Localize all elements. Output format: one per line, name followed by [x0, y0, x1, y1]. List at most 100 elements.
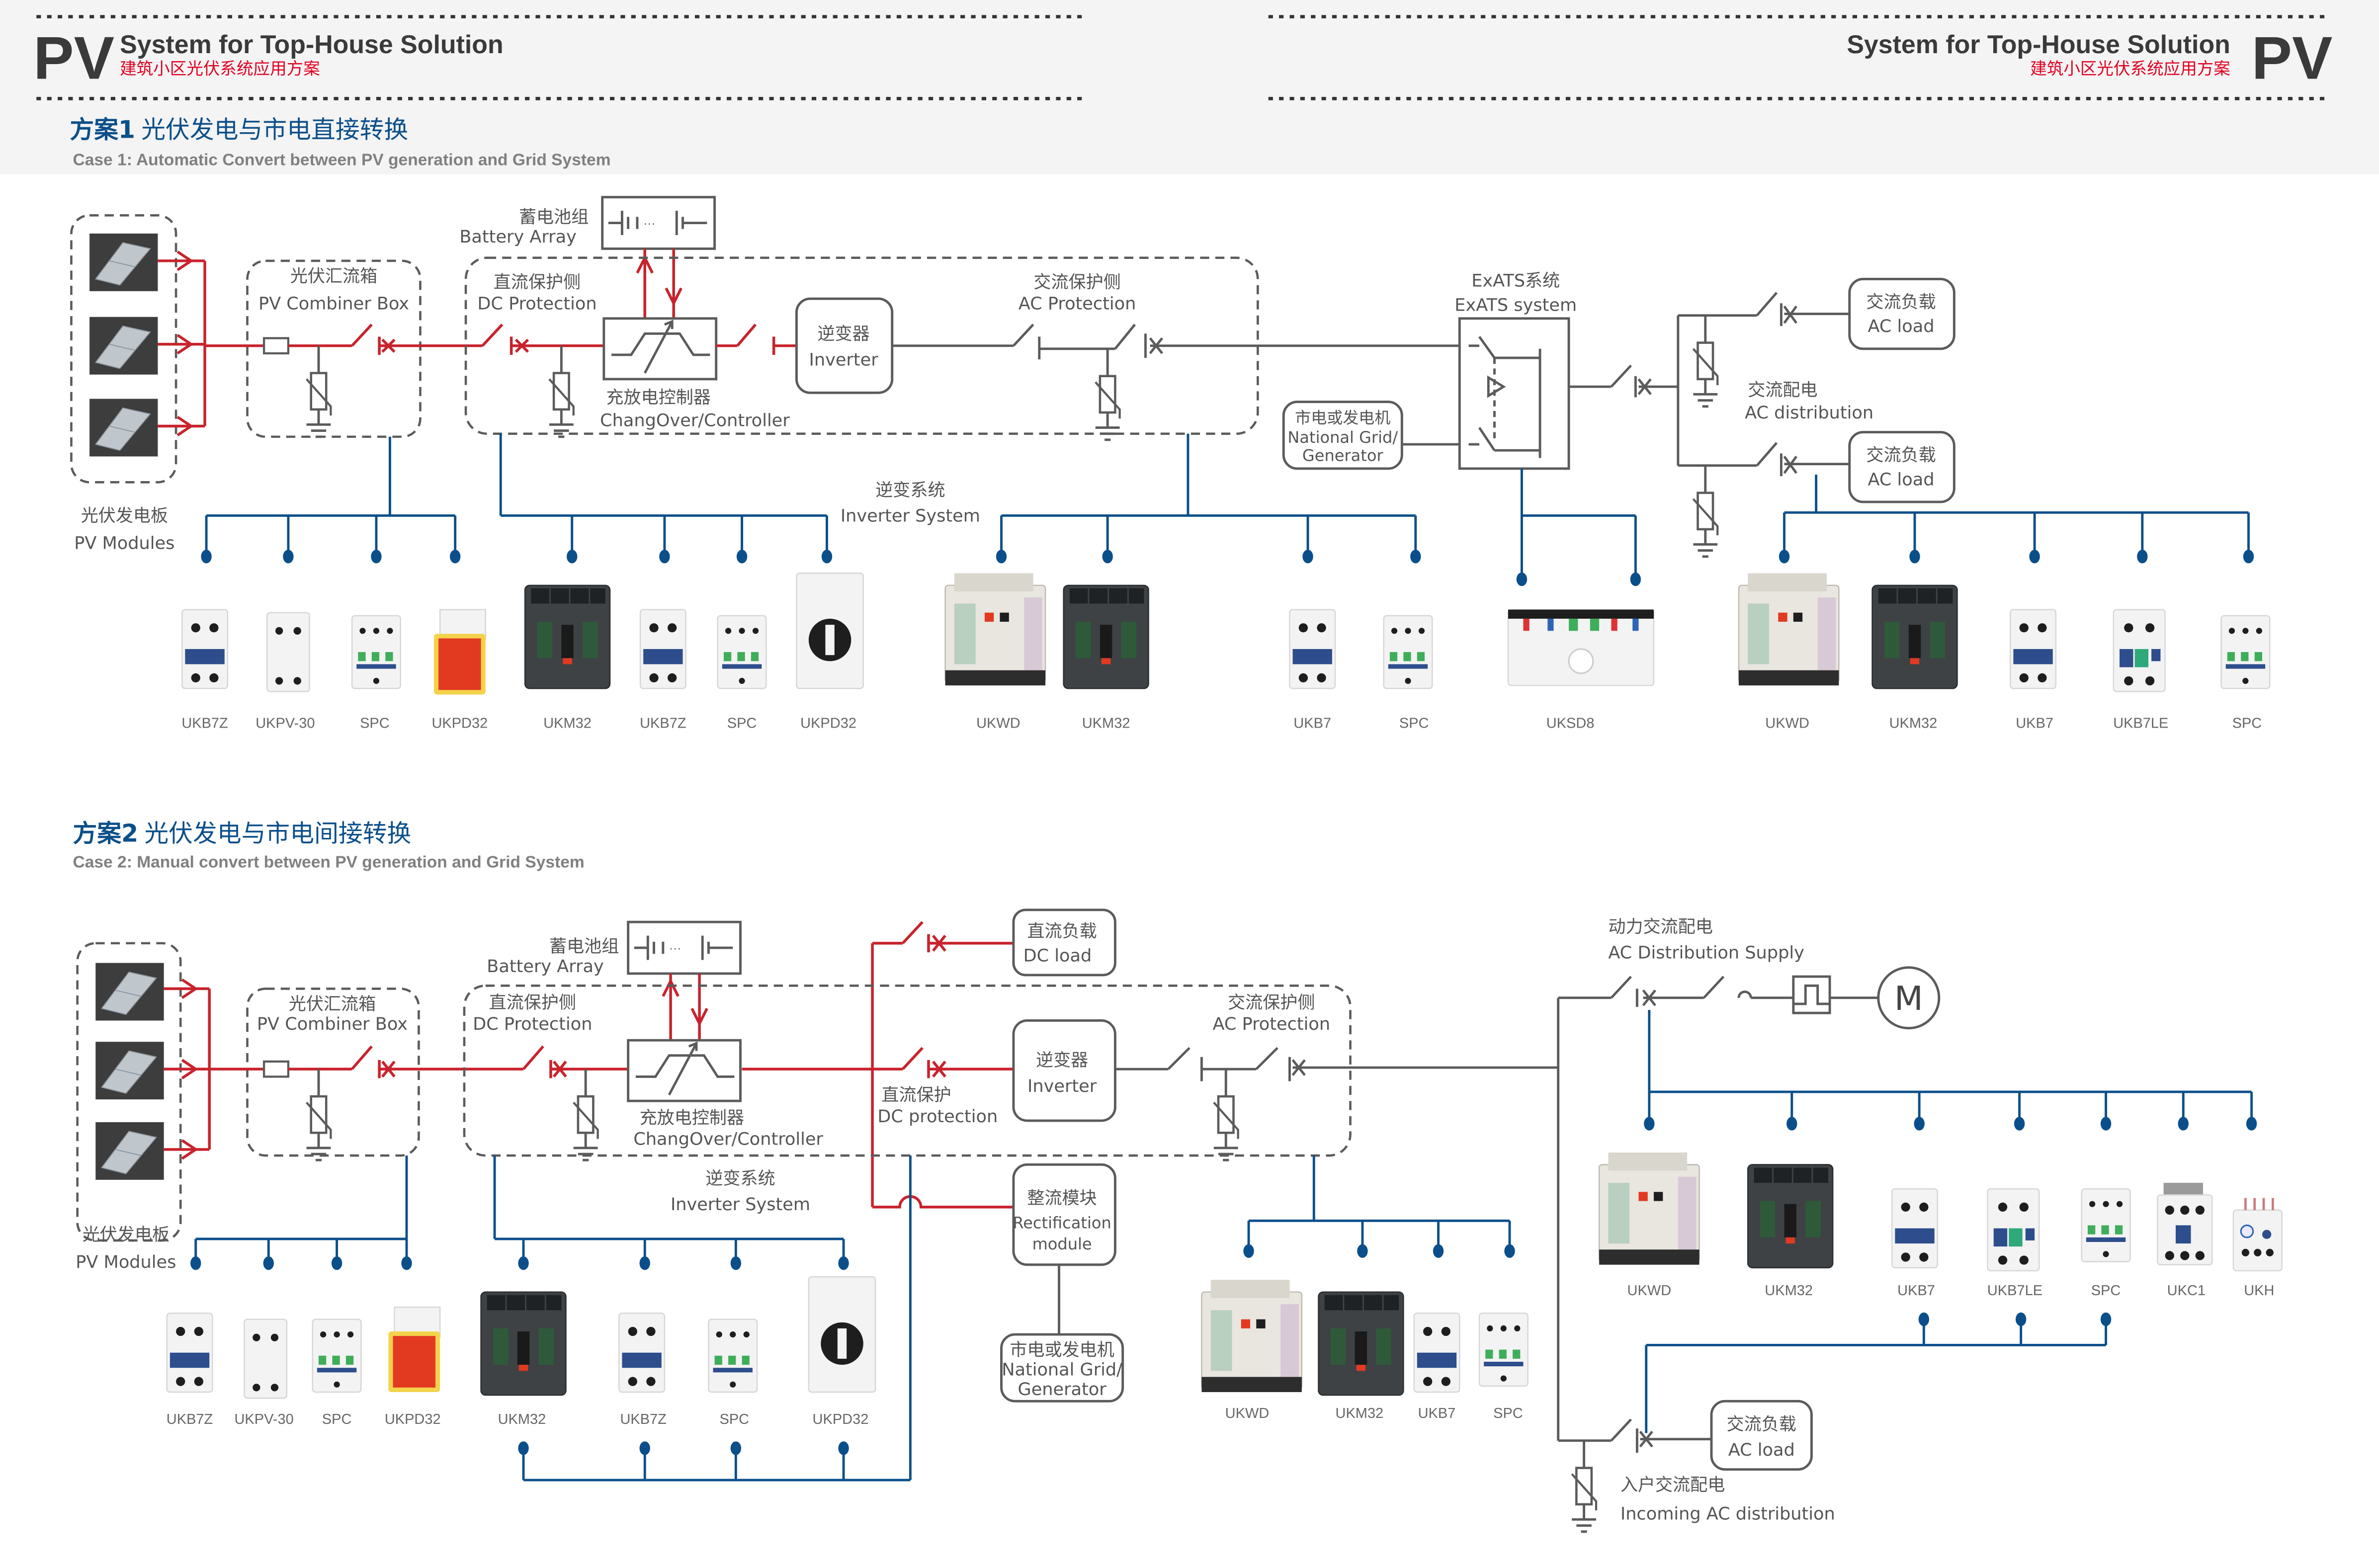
pv-modules-label-en: PV Modules [74, 533, 174, 554]
bus-node [2100, 1117, 2112, 1131]
bus-node [331, 1256, 342, 1270]
product-ukwd-image [1598, 1152, 1700, 1266]
bus-node [1357, 1244, 1368, 1258]
product-label: UKPV-30 [255, 716, 315, 732]
pv-panel-icon [95, 962, 165, 1021]
ac-load-label-cn: 交流负载 [1727, 1414, 1796, 1434]
bus-node [518, 1441, 529, 1455]
product-ukpd32-image [808, 1276, 876, 1393]
product-label: UKPD32 [431, 716, 488, 732]
product-ukb7-image [1413, 1312, 1460, 1393]
surge-protector-symbol [1096, 349, 1120, 440]
grid-label-cn: 市电或发电机 [1010, 1340, 1114, 1360]
bus-node [639, 1256, 650, 1270]
page-header: PV System for Top-House Solution 建筑小区光伏系… [0, 0, 2379, 174]
header-band [0, 0, 2379, 174]
product-label: UKM32 [1082, 716, 1130, 732]
grid-label-en2: Generator [1018, 1379, 1107, 1400]
case2-products [166, 1152, 2282, 1399]
product-label: UKM32 [1889, 716, 1938, 732]
bus-node [1516, 572, 1528, 586]
grid-label-en1: National Grid/ [1002, 1359, 1122, 1380]
combiner-label-en: PV Combiner Box [257, 1014, 408, 1034]
ac-protection-line [1115, 997, 1560, 1441]
ac-supply-label-en: AC Distribution Supply [1608, 942, 1804, 963]
product-ukwd-image [1200, 1279, 1303, 1393]
surge-protector-symbol [1693, 466, 1717, 557]
product-ukb7z-image [639, 609, 687, 689]
product-label: UKM32 [543, 716, 592, 732]
case2-bus-nodes [190, 1117, 2257, 1455]
product-ukb7z-image [181, 609, 229, 689]
bus-node [2029, 550, 2040, 564]
product-ukh-image [2233, 1198, 2282, 1270]
product-label: UKM32 [498, 1411, 546, 1427]
bus-node [1918, 1312, 1929, 1326]
product-label: UKB7 [1897, 1283, 1935, 1299]
product-ukpv30-image [266, 612, 311, 692]
product-ukb7z-image [166, 1312, 213, 1393]
product-label: UKWD [1765, 716, 1809, 732]
product-label: UKH [2244, 1283, 2274, 1299]
product-ukm32-image [524, 584, 611, 689]
product-ukpd32-image [795, 572, 864, 689]
combiner-box-group [246, 988, 420, 1157]
dc-load-label-en: DC load [1023, 946, 1092, 966]
product-ukb7-image [1288, 609, 1336, 689]
case2-product-labels: UKB7Z UKPV-30 SPC UKPD32 UKM32 UKB7Z SPC… [167, 1283, 2275, 1427]
header-title-left: System for Top-House Solution [120, 30, 504, 59]
bus-node [1302, 550, 1313, 564]
product-label: UKM32 [1765, 1283, 1813, 1299]
ac-load-label-en: AC load [1868, 469, 1935, 490]
battery-label-cn: 蓄电池组 [519, 207, 589, 228]
product-label: UKPV-30 [234, 1411, 293, 1427]
bus-node [838, 1256, 849, 1270]
product-ukb7le-image [2113, 609, 2166, 692]
surge-protector-symbol [574, 1069, 598, 1160]
ats-box [1458, 317, 1570, 470]
combiner-label-cn: 光伏汇流箱 [289, 994, 376, 1014]
product-label: UKM32 [1336, 1405, 1384, 1421]
product-label: UKPD32 [385, 1411, 441, 1427]
product-label: UKB7LE [2113, 716, 2168, 732]
product-ukb7z-image [618, 1312, 666, 1393]
product-ukb7-image [2009, 609, 2057, 689]
product-label: UKB7Z [181, 716, 228, 732]
controller-icon [635, 1041, 735, 1096]
product-label: SPC [1493, 1405, 1523, 1421]
ats-label-cn: ExATS系统 [1471, 271, 1560, 291]
controller-label-cn: 充放电控制器 [640, 1108, 745, 1128]
product-label: SPC [2232, 716, 2262, 732]
product-label: SPC [1399, 716, 1429, 732]
controller-box [627, 1039, 742, 1102]
product-spc-image [312, 1319, 362, 1393]
grid-generator-box [1282, 401, 1403, 470]
dc-load-box [1012, 908, 1116, 977]
bus-node [736, 550, 748, 564]
ats-label-en: ExATS system [1454, 295, 1577, 316]
dc-load-label-cn: 直流负载 [1027, 921, 1097, 942]
bus-node [2243, 550, 2254, 564]
ac-load-label-cn: 交流负载 [1866, 445, 1936, 466]
case1-bus-nodes [201, 550, 2254, 586]
controller-box [602, 317, 718, 381]
grid-generator-box [1000, 1333, 1124, 1403]
product-ukwd-image [944, 572, 1046, 686]
product-ukc1-image [2156, 1182, 2213, 1266]
ac-load-label-en: AC load [1728, 1440, 1795, 1460]
bus-node [659, 550, 670, 564]
incoming-label-cn: 入户交流配电 [1620, 1475, 1725, 1495]
bus-node [996, 550, 1007, 564]
product-ukm32-image [1063, 584, 1150, 689]
product-label: SPC [322, 1411, 352, 1427]
surge-protector-symbol [1572, 1441, 1596, 1532]
inverter-label-en: Inverter [1027, 1076, 1097, 1096]
surge-protector-symbol [307, 1069, 331, 1160]
bus-node [371, 550, 382, 564]
inverter-label-en: Inverter [809, 349, 879, 370]
dc-protection-label-cn: 直流保护侧 [489, 992, 576, 1013]
